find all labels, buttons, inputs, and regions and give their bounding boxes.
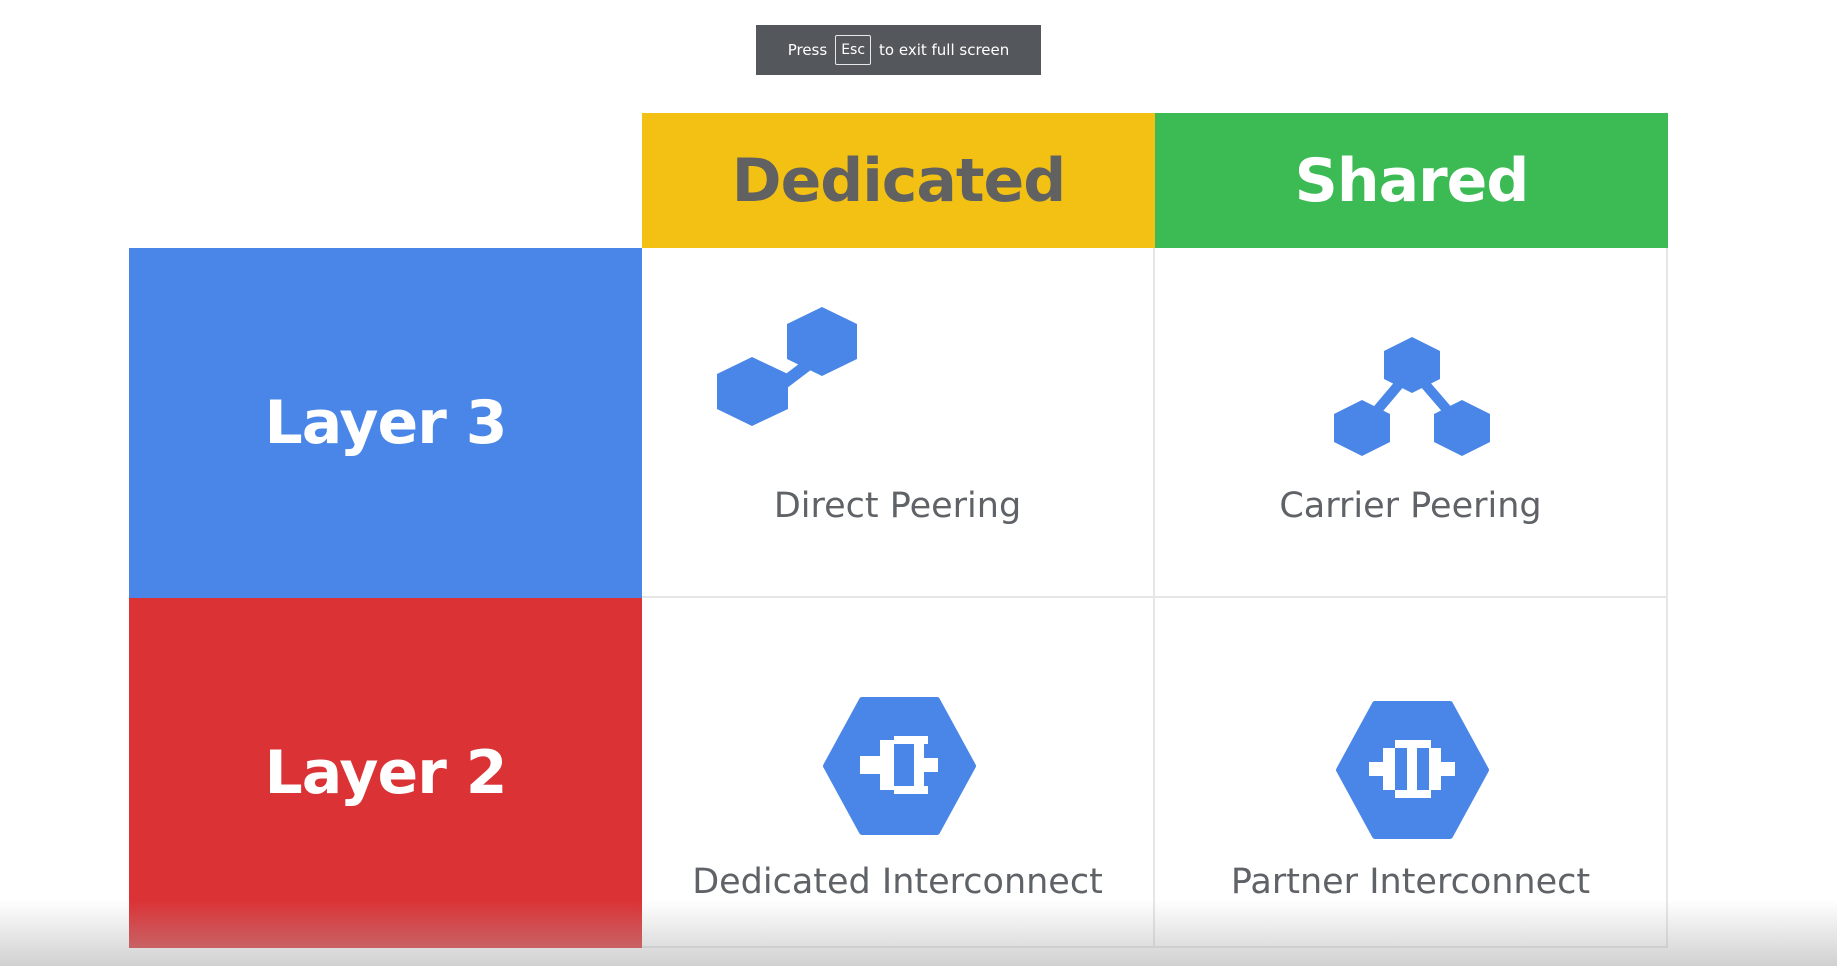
two-hexagons-linked-icon (717, 307, 857, 426)
option-label-carrier-peering: Carrier Peering (1279, 486, 1542, 526)
option-cell-partner-interconnect: Partner Interconnect (1155, 598, 1668, 948)
option-cell-direct-peering: Direct Peering (642, 248, 1155, 598)
option-label-dedicated-interconnect: Dedicated Interconnect (692, 862, 1103, 902)
toast-exit-text: to exit full screen (879, 41, 1010, 59)
interconnect-hexagon-icon (823, 697, 976, 835)
row-label-layer-3: Layer 3 (129, 248, 642, 598)
option-cell-dedicated-interconnect: Dedicated Interconnect (642, 598, 1155, 948)
esc-key-badge: Esc (835, 35, 872, 65)
column-header-dedicated: Dedicated (642, 113, 1155, 248)
option-cell-carrier-peering: Carrier Peering (1155, 248, 1668, 598)
row-label-layer-2: Layer 2 (129, 598, 642, 948)
fullscreen-exit-toast: Press Esc to exit full screen (756, 25, 1041, 75)
partner-interconnect-hexagon-icon (1336, 701, 1489, 839)
column-header-shared: Shared (1155, 113, 1668, 248)
option-label-direct-peering: Direct Peering (773, 486, 1022, 526)
three-hexagons-triangle-icon (1334, 337, 1490, 456)
toast-press-text: Press (787, 41, 828, 59)
option-label-partner-interconnect: Partner Interconnect (1230, 862, 1591, 902)
